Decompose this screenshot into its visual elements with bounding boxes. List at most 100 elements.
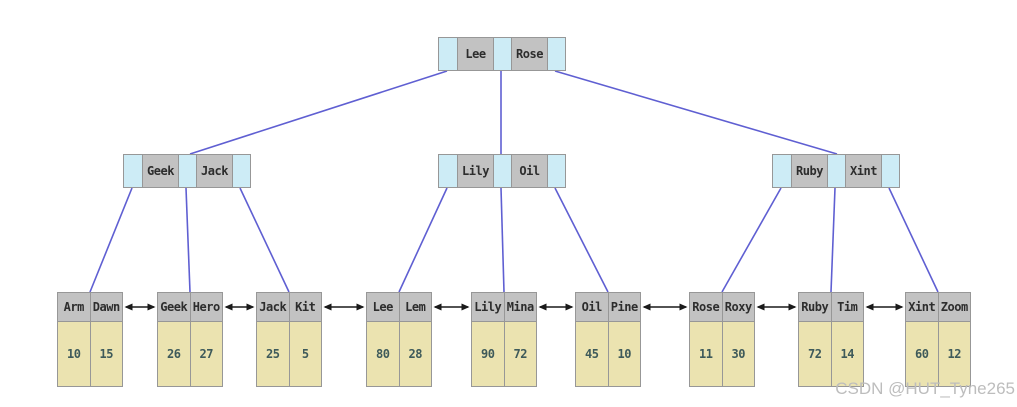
leaf-values-row: 90 72 — [471, 321, 537, 387]
leaf-value-cell: 25 — [256, 321, 290, 387]
leaf-keys-row: Jack Kit — [256, 292, 322, 322]
pointer-cell — [439, 38, 457, 70]
leaf-value-cell: 12 — [937, 321, 971, 387]
tree-edge — [554, 70, 838, 155]
leaf-key-cell: Xint — [905, 292, 939, 322]
tree-edge — [185, 187, 191, 293]
leaf-values-row: 10 15 — [57, 321, 123, 387]
leaf-key-cell: Lee — [366, 292, 400, 322]
pointer-cell — [773, 155, 791, 187]
leaf-keys-row: Xint Zoom — [905, 292, 971, 322]
key-cell: Xint — [845, 155, 881, 187]
key-cell: Jack — [196, 155, 232, 187]
leaf-key-cell: Arm — [57, 292, 91, 322]
leaf-value-cell: 80 — [366, 321, 400, 387]
leaf-key-cell: Tim — [830, 292, 864, 322]
leaf-key-cell: Mina — [503, 292, 537, 322]
leaf-value-cell: 5 — [288, 321, 322, 387]
key-cell: Lee — [457, 38, 493, 70]
leaf-value-cell: 60 — [905, 321, 939, 387]
leaf-key-cell: Jack — [256, 292, 290, 322]
tree-edge — [554, 187, 609, 293]
leaf-key-cell: Pine — [607, 292, 641, 322]
leaf-key-cell: Hero — [189, 292, 223, 322]
pointer-cell — [178, 155, 196, 187]
pointer-cell — [493, 155, 511, 187]
leaf-node-arm-dawn: Arm Dawn 10 15 — [57, 292, 123, 387]
leaf-value-cell: 26 — [157, 321, 191, 387]
leaf-keys-row: Oil Pine — [575, 292, 641, 322]
leaf-value-cell: 10 — [607, 321, 641, 387]
leaf-key-cell: Roxy — [721, 292, 755, 322]
pointer-cell — [827, 155, 845, 187]
leaf-values-row: 72 14 — [798, 321, 864, 387]
tree-edges-root — [189, 70, 838, 155]
tree-edge — [189, 70, 448, 155]
leaf-value-cell: 72 — [503, 321, 537, 387]
key-cell: Lily — [457, 155, 493, 187]
key-cell: Ruby — [791, 155, 827, 187]
leaf-values-row: 60 12 — [905, 321, 971, 387]
internal-node-ruby-xint: Ruby Xint — [772, 154, 900, 188]
tree-edge — [398, 187, 448, 293]
leaf-node-xint-zoom: Xint Zoom 60 12 — [905, 292, 971, 387]
tree-edge — [500, 187, 505, 293]
leaf-key-cell: Oil — [575, 292, 609, 322]
leaf-value-cell: 11 — [689, 321, 723, 387]
leaf-value-cell: 28 — [398, 321, 432, 387]
root-node: Lee Rose — [438, 37, 566, 71]
leaf-key-cell: Geek — [157, 292, 191, 322]
key-cell: Geek — [142, 155, 178, 187]
key-cell: Rose — [511, 38, 547, 70]
internal-node-lily-oil: Lily Oil — [438, 154, 566, 188]
leaf-keys-row: Rose Roxy — [689, 292, 755, 322]
internal-node-geek-jack: Geek Jack — [123, 154, 251, 188]
key-cell: Oil — [511, 155, 547, 187]
leaf-node-rose-roxy: Rose Roxy 11 30 — [689, 292, 755, 387]
tree-edges-internal — [89, 187, 939, 293]
leaf-key-cell: Lem — [398, 292, 432, 322]
pointer-cell — [493, 38, 511, 70]
tree-edge — [888, 187, 939, 293]
leaf-key-cell: Dawn — [89, 292, 123, 322]
tree-edge — [239, 187, 290, 293]
leaf-keys-row: Lee Lem — [366, 292, 432, 322]
leaf-value-cell: 15 — [89, 321, 123, 387]
leaf-keys-row: Geek Hero — [157, 292, 223, 322]
pointer-cell — [881, 155, 899, 187]
leaf-keys-row: Arm Dawn — [57, 292, 123, 322]
leaf-values-row: 45 10 — [575, 321, 641, 387]
leaf-node-jack-kit: Jack Kit 25 5 — [256, 292, 322, 387]
leaf-node-oil-pine: Oil Pine 45 10 — [575, 292, 641, 387]
leaf-node-lily-mina: Lily Mina 90 72 — [471, 292, 537, 387]
leaf-keys-row: Lily Mina — [471, 292, 537, 322]
leaf-values-row: 80 28 — [366, 321, 432, 387]
leaf-value-cell: 14 — [830, 321, 864, 387]
csdn-watermark: CSDN @HUT_Tyne265 — [835, 379, 1015, 398]
leaf-value-cell: 10 — [57, 321, 91, 387]
leaf-key-cell: Rose — [689, 292, 723, 322]
leaf-value-cell: 27 — [189, 321, 223, 387]
pointer-cell — [547, 38, 565, 70]
leaf-value-cell: 30 — [721, 321, 755, 387]
leaf-values-row: 11 30 — [689, 321, 755, 387]
tree-edge — [721, 187, 782, 293]
leaf-value-cell: 72 — [798, 321, 832, 387]
tree-edge — [89, 187, 133, 293]
leaf-node-ruby-tim: Ruby Tim 72 14 — [798, 292, 864, 387]
leaf-values-row: 26 27 — [157, 321, 223, 387]
tree-edge — [830, 187, 836, 293]
leaf-value-cell: 90 — [471, 321, 505, 387]
leaf-node-lee-lem: Lee Lem 80 28 — [366, 292, 432, 387]
pointer-cell — [232, 155, 250, 187]
pointer-cell — [439, 155, 457, 187]
pointer-cell — [124, 155, 142, 187]
leaf-node-geek-hero: Geek Hero 26 27 — [157, 292, 223, 387]
leaf-key-cell: Ruby — [798, 292, 832, 322]
leaf-value-cell: 45 — [575, 321, 609, 387]
leaf-key-cell: Zoom — [937, 292, 971, 322]
leaf-key-cell: Lily — [471, 292, 505, 322]
leaf-values-row: 25 5 — [256, 321, 322, 387]
